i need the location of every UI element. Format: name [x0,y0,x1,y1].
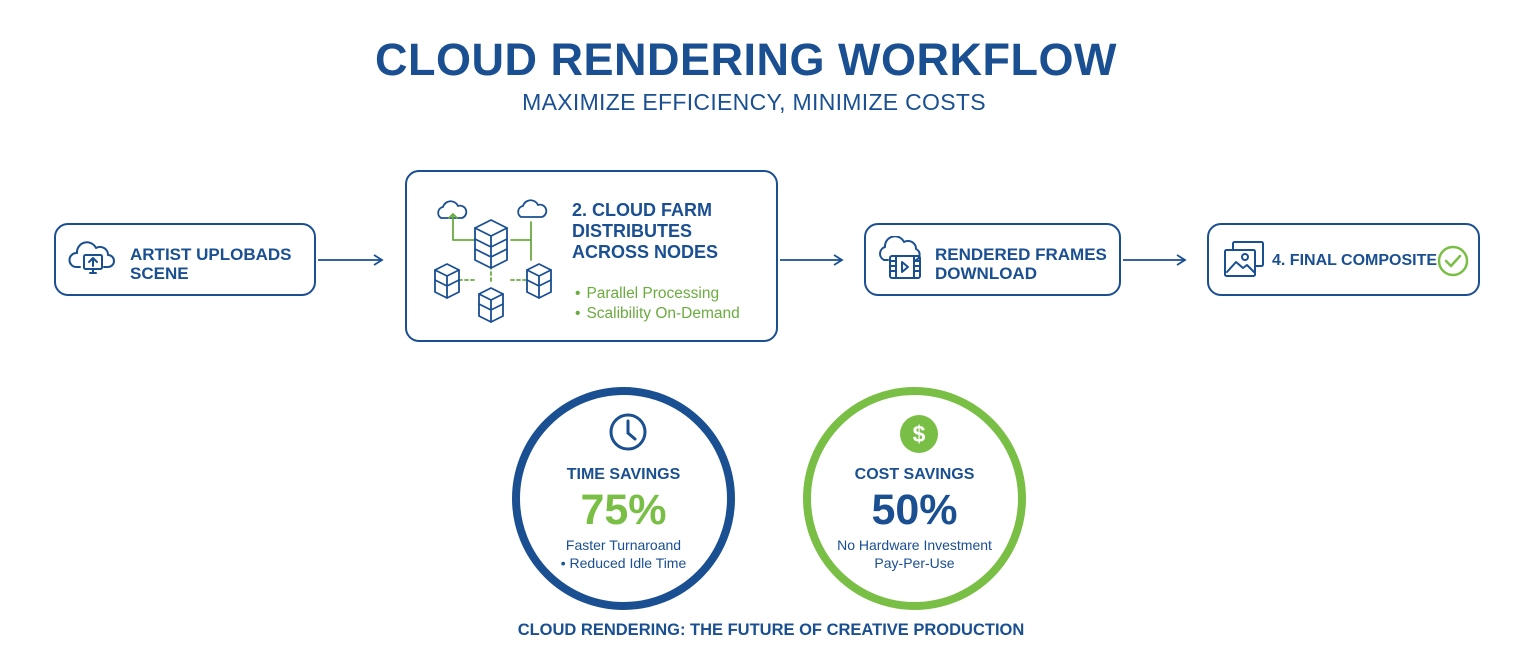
dollar-icon: $ [899,414,939,459]
cloud-upload-monitor-icon [68,237,118,288]
metric-description: No Hardware Investment [837,537,992,553]
arrow-connector [318,254,384,266]
arrow-connector [1123,254,1187,266]
metric-title: TIME SAVINGS [566,466,681,483]
step-label: RENDERED FRAMES DOWNLOAD [935,245,1107,283]
metric-description: Pay-Per-Use [874,555,955,571]
step-rendered-frames: RENDERED FRAMES DOWNLOAD [864,223,1121,296]
cost-savings-metric: $ COST SAVINGS 50% No Hardware Investmen… [803,387,1026,610]
check-circle-icon [1437,245,1469,282]
arrow-connector [780,254,844,266]
step-label: ARTIST UPLOBADS SCENE [130,245,292,283]
clock-icon [608,412,648,457]
feature-list: Parallel Processing Scalibility On-Deman… [575,284,740,324]
metric-value: 75% [580,486,667,534]
step-label: 2. CLOUD FARM DISTRIBUTES ACROSS NODES [572,200,719,262]
metric-title: COST SAVINGS [854,466,975,483]
list-item: Parallel Processing [575,284,740,304]
time-savings-metric: TIME SAVINGS 75% Faster Turnaroand • Red… [512,387,735,610]
footer-tagline: CLOUD RENDERING: THE FUTURE OF CREATIVE … [517,621,1025,639]
page-subtitle: MAXIMIZE EFFICIENCY, MINIMIZE COSTS [522,89,986,115]
step-cloud-farm: 2. CLOUD FARM DISTRIBUTES ACROSS NODES P… [405,170,778,342]
metric-description: Faster Turnaroand [565,537,682,553]
svg-text:$: $ [913,421,926,447]
page-title: CLOUD RENDERING WORKFLOW [375,34,1117,85]
cloud-film-download-icon [876,235,926,289]
step-label: 4. FINAL COMPOSITE [1272,252,1438,269]
step-artist-upload: ARTIST UPLOBADS SCENE [54,223,316,296]
list-item: Scalibility On-Demand [575,304,739,324]
step-final-composite: 4. FINAL COMPOSITE [1207,223,1480,296]
image-stack-icon [1221,238,1267,287]
metric-value: 50% [871,486,958,534]
metric-description: • Reduced Idle Time [560,555,687,571]
server-nodes-network-icon [431,198,555,331]
